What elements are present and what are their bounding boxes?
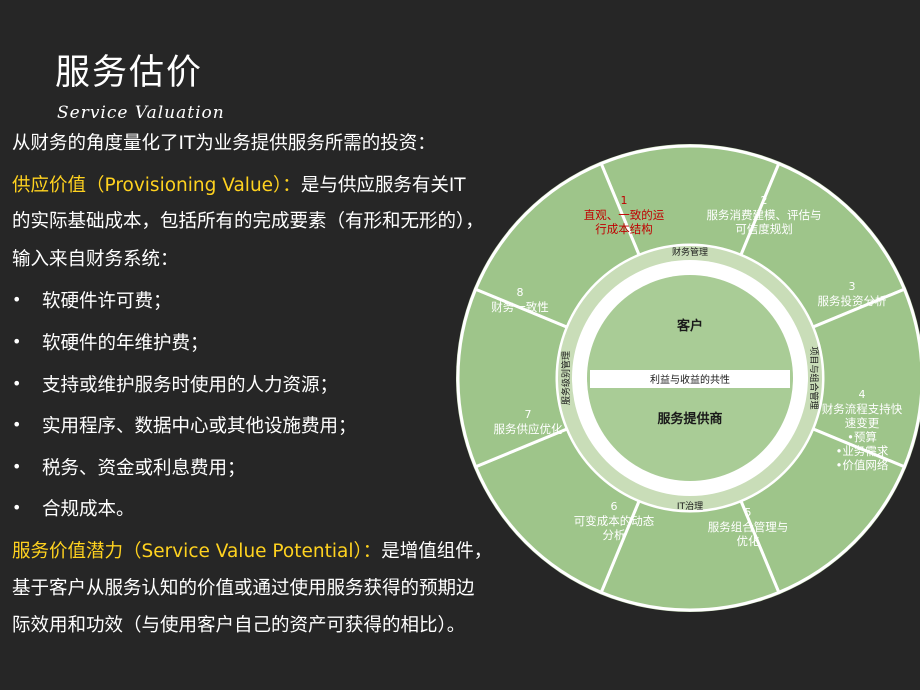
core-customer-label: 客户 xyxy=(677,318,703,334)
bullet-marker: • xyxy=(12,498,22,517)
ring-label-finance: 财务管理 xyxy=(672,246,708,258)
slide-subtitle: Service Valuation xyxy=(57,103,225,123)
intro-text: 从财务的角度量化了IT为业务提供服务所需的投资： xyxy=(12,133,436,154)
bullet-marker: • xyxy=(12,415,22,434)
provisioning-line-1: 供应价值（Provisioning Value）：是与供应服务有关IT xyxy=(12,171,466,197)
segment-label: 优化 xyxy=(737,534,760,548)
bullet-item: 税务、资金或利息费用； xyxy=(42,458,246,479)
segment-label: 服务供应优化 xyxy=(494,422,563,436)
segment-number: 8 xyxy=(517,286,524,299)
segment-label: 可变成本的动态 xyxy=(574,514,655,528)
segment-label: 财务流程支持快 xyxy=(822,402,903,416)
segment-label: 服务投资分析 xyxy=(818,294,887,308)
provisioning-text: 是与供应服务有关IT xyxy=(300,175,466,196)
slide-title: 服务估价 xyxy=(55,53,204,93)
segment-number: 7 xyxy=(525,408,532,421)
segment-label: 行成本结构 xyxy=(595,222,653,236)
bullet-marker: • xyxy=(12,457,22,476)
segment-label: 分析 xyxy=(603,528,626,542)
segment-number: 2 xyxy=(761,194,768,207)
core-band xyxy=(590,370,790,388)
bullet-marker: • xyxy=(12,332,22,351)
segment-number: 6 xyxy=(611,500,618,513)
bullet-marker: • xyxy=(12,290,22,309)
segment-label: 服务消费建模、评估与 xyxy=(707,208,822,222)
segment-number: 5 xyxy=(745,506,752,519)
segment-label: 直观、一致的运 xyxy=(584,208,665,222)
core-provider-label: 服务提供商 xyxy=(657,411,722,427)
bullet-item: 合规成本。 xyxy=(42,499,135,520)
potential-text: 是增值组件， xyxy=(381,541,493,562)
ring-label-service-level: 服务级别管理 xyxy=(560,351,572,405)
segment-label: 可信度规划 xyxy=(735,222,793,236)
segment-number: 1 xyxy=(621,194,628,207)
potential-line-1: 服务价值潜力（Service Value Potential）：是增值组件， xyxy=(12,537,492,563)
ring-label-it-governance: IT治理 xyxy=(677,500,703,512)
bullet-item: 软硬件许可费； xyxy=(42,291,172,312)
potential-line-3: 际效用和功效（与使用客户自己的资产可获得的相比）。 xyxy=(12,615,466,636)
segment-label: 服务组合管理与 xyxy=(708,520,789,534)
bullet-marker: • xyxy=(12,374,22,393)
segment-number: 4 xyxy=(859,388,866,401)
bullet-item: 软硬件的年维护费； xyxy=(42,333,209,354)
ring-label-project-portfolio: 项目与组合管理 xyxy=(808,346,820,409)
segment-label: •预算 xyxy=(847,430,877,444)
bullet-item: 实用程序、数据中心或其他设施费用； xyxy=(42,416,357,437)
bullet-item: 支持或维护服务时使用的人力资源； xyxy=(42,375,339,396)
core-common-benefit-label: 利益与收益的共性 xyxy=(650,373,730,386)
segment-label: 速变更 xyxy=(845,416,880,430)
provisioning-line-3: 输入来自财务系统： xyxy=(12,249,179,270)
segment-number: 3 xyxy=(849,280,856,293)
segment-label: •价值网络 xyxy=(836,458,889,472)
potential-line-2: 基于客户从服务认知的价值或通过使用服务获得的预期边 xyxy=(12,578,475,599)
segment-label: •业务需求 xyxy=(836,444,889,458)
provisioning-line-2: 的实际基础成本，包括所有的完成要素（有形和无形的）， xyxy=(12,211,484,232)
segment-label: 财务一致性 xyxy=(491,300,549,314)
potential-label: 服务价值潜力（Service Value Potential）： xyxy=(12,541,382,562)
provisioning-label: 供应价值（Provisioning Value）： xyxy=(12,175,301,196)
